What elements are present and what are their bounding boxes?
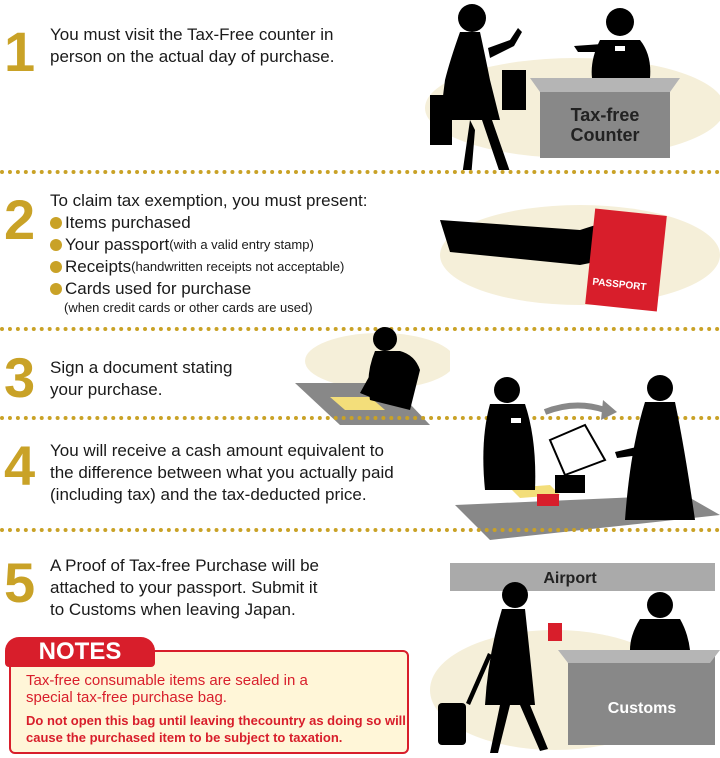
- notes-heading: NOTES: [5, 637, 155, 667]
- step-4-text: You will receive a cash amount equivalen…: [50, 440, 394, 506]
- note-consumables-line-2: special tax-free purchase bag.: [26, 689, 227, 706]
- requirement-note: (with a valid entry stamp): [169, 237, 314, 252]
- passport-icon: [585, 208, 667, 312]
- signing-woman-silhouette: [360, 327, 420, 410]
- step-2-title: To claim tax exemption, you must present…: [50, 191, 368, 210]
- notes-box: [9, 650, 409, 754]
- step-1-text: You must visit the Tax-Free counter in p…: [50, 24, 334, 68]
- step-1-line-2: person on the actual day of purchase.: [50, 47, 335, 66]
- requirement-item: Cards used for purchase: [50, 278, 367, 300]
- step-3-text: Sign a document stating your purchase.: [50, 357, 232, 401]
- step-1-line-1: You must visit the Tax-Free counter in: [50, 25, 334, 44]
- passport-icon: [537, 494, 559, 506]
- refund-illustration: [455, 375, 720, 540]
- requirement-note: (handwritten receipts not acceptable): [131, 259, 345, 274]
- clerk-silhouette: [574, 8, 651, 78]
- requirement-item: Receipts (handwritten receipts not accep…: [50, 256, 367, 278]
- bullet-dot: [50, 217, 62, 229]
- step-5-line-1: A Proof of Tax-free Purchase will be: [50, 556, 319, 575]
- divider: [0, 528, 720, 532]
- clerk-badge: [615, 46, 625, 51]
- airport-label: Airport: [543, 570, 597, 587]
- bullet-dot: [50, 239, 62, 251]
- customer-silhouette: [615, 375, 695, 520]
- divider: [0, 170, 720, 174]
- requirement-label: Cards used for purchase: [65, 279, 252, 298]
- counter-top: [530, 78, 680, 92]
- customs-officer-silhouette: [630, 592, 690, 650]
- terminal-icon: [548, 423, 607, 477]
- passport-icon: [548, 623, 562, 641]
- step-3-line-2: your purchase.: [50, 380, 163, 399]
- requirement-label: Items purchased: [65, 213, 191, 232]
- hand-silhouette: [440, 220, 620, 265]
- step-2-number: 2: [4, 188, 36, 251]
- step-2-text: To claim tax exemption, you must present…: [50, 190, 367, 316]
- passport-hand-illustration: PASSPORT: [440, 205, 720, 312]
- note-warning: Do not open this bag until leaving theco…: [26, 712, 406, 746]
- divider: [0, 327, 720, 331]
- bullet-dot: [50, 283, 62, 295]
- counter-sign-line-2: Counter: [571, 125, 640, 145]
- requirement-label: Receipts: [65, 257, 132, 276]
- step-3-number: 3: [4, 346, 36, 409]
- step-1-number: 1: [4, 20, 36, 83]
- signing-illustration: [295, 327, 450, 425]
- customs-illustration: Airport Customs: [430, 563, 720, 753]
- note-consumables-line-1: Tax-free consumable items are sealed in …: [26, 672, 308, 689]
- requirement-label: Your passport: [65, 235, 170, 254]
- requirement-item: Your passport (with a valid entry stamp): [50, 234, 367, 256]
- step-5-text: A Proof of Tax-free Purchase will be att…: [50, 555, 319, 621]
- step-4-line-1: You will receive a cash amount equivalen…: [50, 441, 384, 460]
- airport-sign: [450, 563, 715, 591]
- note-warning-line-2: cause the purchased item to be subject t…: [26, 730, 343, 745]
- bullet-dot: [50, 261, 62, 273]
- customs-counter: [568, 650, 715, 745]
- step-3-line-1: Sign a document stating: [50, 358, 233, 377]
- divider: [0, 416, 720, 420]
- note-consumables: Tax-free consumable items are sealed in …: [26, 672, 308, 706]
- counter-sign-line-1: Tax-free: [571, 105, 640, 125]
- step-5-line-3: to Customs when leaving Japan.: [50, 600, 296, 619]
- step-4-line-3: (including tax) and the tax-deducted pri…: [50, 485, 367, 504]
- shopper-silhouette: [430, 4, 526, 170]
- customs-label: Customs: [608, 700, 677, 717]
- note-warning-line-1: Do not open this bag until leaving theco…: [26, 713, 406, 728]
- step-5-number: 5: [4, 551, 36, 614]
- clerk-badge: [511, 418, 521, 423]
- card-reader-icon: [555, 475, 585, 493]
- step-5-line-2: attached to your passport. Submit it: [50, 578, 318, 597]
- arrow-head-icon: [601, 400, 617, 420]
- step-4-number: 4: [4, 434, 36, 497]
- step-4-line-2: the difference between what you actually…: [50, 463, 394, 482]
- traveler-silhouette: [438, 582, 548, 753]
- customs-counter-top: [558, 650, 720, 663]
- arrow-icon: [543, 402, 606, 415]
- clerk-silhouette: [483, 377, 536, 490]
- requirement-item: Items purchased: [50, 212, 367, 234]
- tax-free-counter-illustration: Tax-free Counter: [425, 4, 720, 170]
- requirement-extra-note: (when credit cards or other cards are us…: [64, 300, 313, 315]
